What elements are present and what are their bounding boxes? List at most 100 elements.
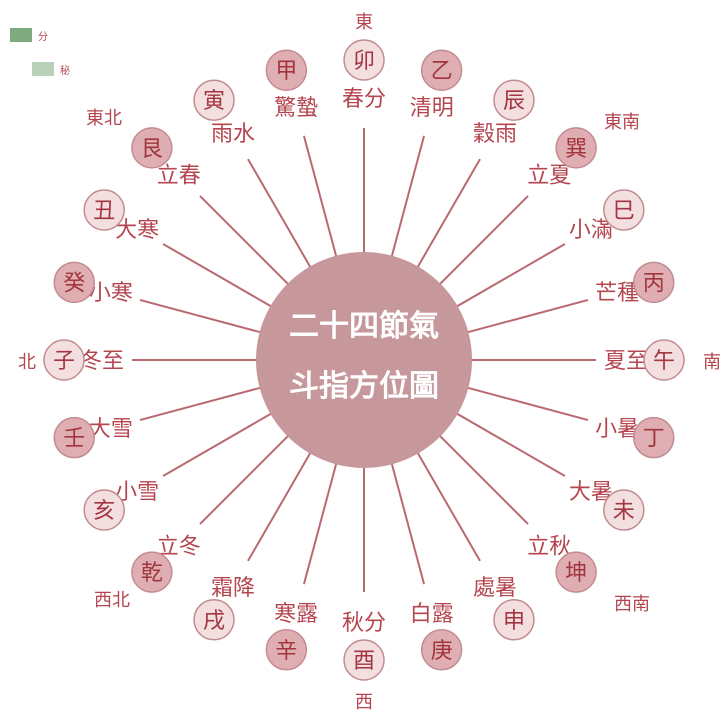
compass-label-north: 北 — [18, 352, 36, 373]
direction-marker-label: 亥 — [93, 499, 115, 524]
direction-marker-circle — [83, 489, 125, 531]
direction-marker-label: 丙 — [643, 271, 665, 296]
direction-marker-circle — [53, 261, 95, 304]
direction-marker: 艮 — [131, 127, 173, 169]
direction-marker-label: 子 — [53, 349, 75, 374]
direction-marker: 庚 — [420, 629, 463, 671]
spoke-line — [247, 451, 312, 562]
spoke-line — [416, 451, 481, 562]
direction-marker-label: 艮 — [141, 137, 163, 162]
solar-term-label: 小寒 — [89, 281, 133, 306]
direction-marker-circle — [493, 79, 535, 121]
direction-marker-circle — [131, 127, 173, 169]
spoke-line — [302, 135, 338, 258]
direction-marker-label: 辛 — [275, 639, 297, 664]
direction-marker-circle — [265, 49, 308, 91]
direction-marker: 甲 — [265, 49, 308, 91]
spoke-line — [390, 462, 426, 585]
direction-marker: 子 — [43, 339, 85, 381]
direction-marker-circle — [43, 339, 85, 381]
direction-marker: 戌 — [193, 599, 235, 641]
direction-marker: 辰 — [493, 79, 535, 121]
center-title-line1: 二十四節氣 — [289, 309, 439, 344]
direction-marker: 乾 — [131, 551, 173, 593]
spoke-line — [139, 298, 262, 334]
direction-marker: 巽 — [555, 127, 597, 169]
direction-marker-circle — [53, 416, 95, 459]
direction-marker-circle — [603, 489, 645, 531]
compass-label-northwest: 西北 — [94, 590, 130, 611]
direction-marker-circle — [420, 629, 463, 671]
direction-marker-label: 乾 — [141, 561, 163, 586]
direction-marker-circle — [603, 189, 645, 231]
compass-label-west: 西 — [355, 692, 373, 713]
direction-marker: 辛 — [265, 629, 308, 671]
direction-marker-circle — [83, 189, 125, 231]
compass-label-southwest: 西南 — [614, 594, 650, 615]
direction-marker-circle — [265, 629, 308, 671]
direction-marker-circle — [193, 599, 235, 641]
direction-marker-label: 丁 — [643, 427, 665, 452]
direction-marker-label: 癸 — [63, 271, 85, 296]
spoke-line — [139, 386, 262, 422]
direction-marker-circle — [193, 79, 235, 121]
direction-marker-label: 酉 — [353, 649, 375, 674]
spoke-line — [302, 462, 338, 585]
direction-marker-label: 午 — [653, 349, 675, 374]
solar-term-label: 小滿 — [569, 218, 613, 243]
solar-term-label: 立春 — [157, 164, 201, 189]
direction-marker: 丑 — [83, 189, 125, 231]
solar-term-label: 春分 — [342, 87, 386, 112]
direction-marker-label: 壬 — [63, 427, 85, 452]
solar-term-label: 處暑 — [473, 576, 517, 601]
direction-marker-label: 寅 — [203, 89, 225, 114]
solar-term-label: 立冬 — [157, 534, 201, 559]
solar-term-label: 小暑 — [595, 417, 639, 442]
spoke-line — [466, 386, 589, 422]
spoke-line — [438, 434, 529, 525]
direction-marker-circle — [343, 639, 385, 681]
direction-marker-label: 巽 — [565, 137, 587, 162]
direction-marker-label: 甲 — [275, 59, 297, 84]
direction-marker-circle — [343, 39, 385, 81]
direction-marker-circle — [493, 599, 535, 641]
compass-label-east: 東 — [355, 12, 373, 33]
solar-term-label: 大雪 — [89, 417, 133, 442]
direction-marker-label: 庚 — [431, 639, 453, 664]
direction-marker-label: 丑 — [93, 199, 115, 224]
direction-marker: 丙 — [633, 261, 675, 304]
legend-swatch-dark — [10, 28, 32, 42]
direction-marker-label: 卯 — [353, 49, 375, 74]
legend-swatch-light — [32, 62, 54, 76]
solar-term-label: 冬至 — [80, 349, 124, 374]
solar-term-label: 驚蟄 — [274, 96, 318, 121]
direction-marker-circle — [420, 49, 463, 91]
solar-term-label: 秋分 — [342, 611, 386, 636]
spoke-line — [162, 243, 273, 308]
direction-marker: 癸 — [53, 261, 95, 304]
direction-marker: 丁 — [633, 416, 675, 459]
direction-marker-label: 未 — [613, 499, 635, 524]
direction-marker-label: 戌 — [203, 609, 225, 634]
solar-term-label: 清明 — [410, 96, 454, 121]
direction-marker-circle — [633, 261, 675, 304]
spoke-line — [199, 434, 290, 525]
direction-marker-circle — [555, 551, 597, 593]
spoke-line — [455, 243, 566, 308]
direction-marker: 亥 — [83, 489, 125, 531]
solar-term-label: 芒種 — [595, 281, 639, 306]
spoke-line — [438, 195, 529, 286]
compass-label-south: 南 — [703, 352, 721, 373]
direction-marker: 卯 — [343, 39, 385, 81]
solar-term-label: 雨水 — [211, 122, 255, 147]
solar-term-label: 寒露 — [274, 602, 318, 627]
direction-marker-label: 巳 — [613, 199, 635, 224]
direction-marker-circle — [131, 551, 173, 593]
legend-label-1: 分 — [38, 31, 48, 43]
direction-marker-circle — [555, 127, 597, 169]
solar-term-label: 大寒 — [115, 218, 159, 243]
direction-marker: 壬 — [53, 416, 95, 459]
spoke-line — [466, 298, 589, 334]
